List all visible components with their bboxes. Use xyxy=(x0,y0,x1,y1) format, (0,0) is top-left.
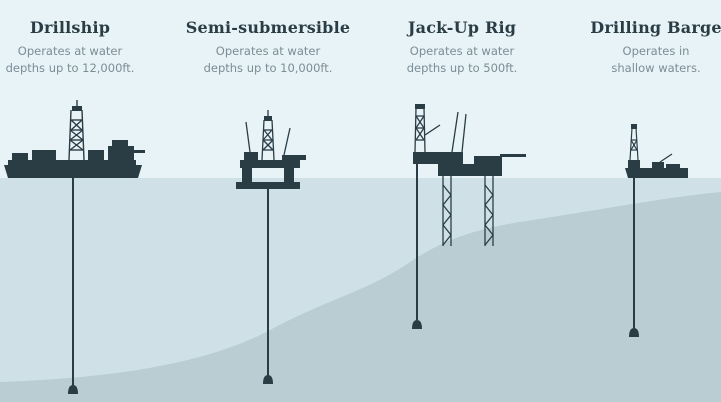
rig-title: Drillship xyxy=(29,18,111,37)
rig-title: Semi-submersible xyxy=(185,18,351,37)
rig-description-line: Operates at water xyxy=(215,44,321,58)
drillship-silhouette xyxy=(4,100,145,394)
rig-description: Operates in shallow waters. xyxy=(566,43,721,77)
drilling-barge-silhouette xyxy=(625,124,688,337)
jack-up-rig-silhouette xyxy=(412,104,526,329)
rig-description: Operates at water depths up to 10,000ft. xyxy=(178,43,358,77)
rig-description-line: shallow waters. xyxy=(611,61,701,75)
seabed xyxy=(0,192,721,402)
semi-submersible-silhouette xyxy=(236,110,306,384)
rig-description-line: Operates at water xyxy=(17,44,123,58)
rig-description: Operates at water depths up to 500ft. xyxy=(372,43,552,77)
rig-title: Jack-Up Rig xyxy=(407,18,517,37)
rig-title: Drilling Barge xyxy=(590,18,721,37)
rig-label-drilling-barge: Drilling Barge Operates in shallow water… xyxy=(566,0,721,77)
rig-label-drillship: Drillship Operates at water depths up to… xyxy=(0,0,160,77)
rig-label-jack-up-rig: Jack-Up Rig Operates at water depths up … xyxy=(372,0,552,77)
rig-description-line: depths up to 500ft. xyxy=(406,61,518,75)
rig-description-line: Operates in xyxy=(622,44,690,58)
rig-description-line: Operates at water xyxy=(409,44,515,58)
rig-description: Operates at water depths up to 12,000ft. xyxy=(0,43,160,77)
rig-description-line: depths up to 10,000ft. xyxy=(203,61,333,75)
rig-label-semi-submersible: Semi-submersible Operates at water depth… xyxy=(178,0,358,77)
rig-description-line: depths up to 12,000ft. xyxy=(5,61,135,75)
